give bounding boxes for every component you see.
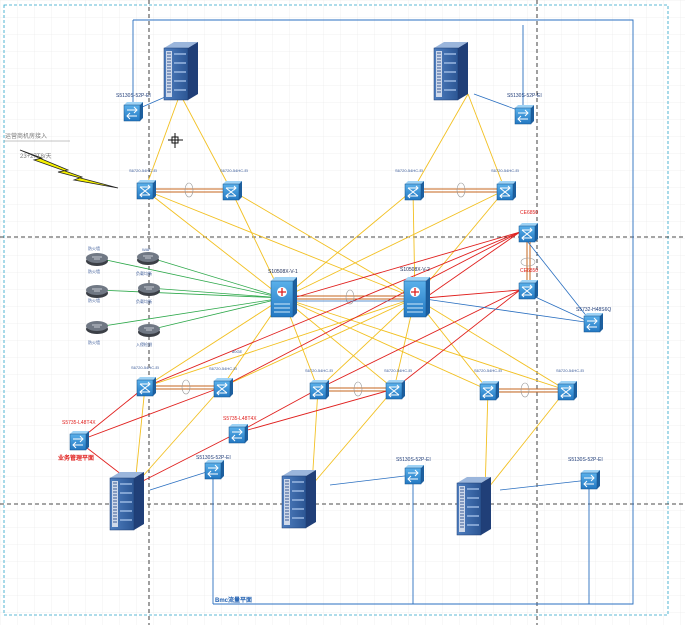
switch-top-left[interactable] <box>123 101 144 122</box>
lower-leaf-switch-3[interactable] <box>309 379 330 400</box>
lb-label-2: 负载均衡 <box>136 298 152 304</box>
upper-leaf-switch-3[interactable] <box>404 180 425 201</box>
server-rack-bottom-2[interactable] <box>281 469 317 529</box>
green-links <box>96 256 284 331</box>
lower-leaf-switch-4[interactable] <box>385 379 406 400</box>
load-balancer-1[interactable] <box>137 282 161 297</box>
lower-leaf-label-2: S6720-54HC-EI <box>209 366 237 371</box>
ids-label: 入侵检测 <box>136 341 152 347</box>
lower-leaf-label-6: S6720-54HC-EI <box>556 368 584 373</box>
core1-label: S10508X-V-1 <box>268 269 298 275</box>
upper-leaf-label-3: S6720-54HC-EI <box>395 168 423 173</box>
lower-leaf-label-4: S6720-54HC-EI <box>384 368 412 373</box>
outer-dashed-frame <box>3 4 669 616</box>
pod2-switch-label: S5130S-52P-EI <box>396 457 431 463</box>
switch-mid-bottom[interactable] <box>228 423 249 444</box>
lb-label-1: 负载均衡 <box>136 270 152 276</box>
upper-leaf-switch-4[interactable] <box>496 180 517 201</box>
crosshair-cursor-icon <box>168 133 183 148</box>
upper-leaf-switch-1[interactable] <box>136 179 157 200</box>
server-rack-bottom-1[interactable] <box>109 471 145 531</box>
stack-links <box>153 188 558 393</box>
mid-switch-label: S5735-L48T4X <box>223 416 257 422</box>
link-label: 80GE <box>232 349 243 354</box>
lower-leaf-label-1: S6720-54HC-EI <box>131 365 159 370</box>
pod3-switch[interactable] <box>580 469 601 490</box>
switch-right[interactable] <box>583 312 604 333</box>
waf-device[interactable] <box>136 251 160 266</box>
switch-bottom-left[interactable] <box>69 430 90 451</box>
red-links <box>77 231 521 486</box>
firewall-3[interactable] <box>85 320 109 335</box>
lower-leaf-switch-6[interactable] <box>557 380 578 401</box>
firewall-label-4: 防火墙 <box>88 339 100 345</box>
lower-leaf-switch-1[interactable] <box>136 376 157 397</box>
business-plane-label: 业务管理平面 <box>58 454 94 462</box>
firewall-1[interactable] <box>85 252 109 267</box>
ce-mid-label: CE6850 <box>520 268 538 274</box>
upper-leaf-label-2: S6720-54HC-EI <box>220 168 248 173</box>
pod3-switch-label: S5130S-52P-EI <box>568 457 603 463</box>
switch-top-right[interactable] <box>514 104 535 125</box>
pod1-switch-label: S5130S-52P-EI <box>196 455 231 461</box>
internet-label: 运营商机房接入 <box>5 132 47 140</box>
pod1-switch[interactable] <box>204 459 225 480</box>
right-switch-label: S5732-H48S6Q <box>576 307 611 313</box>
lower-leaf-switch-2[interactable] <box>213 377 234 398</box>
load-balancer-2[interactable] <box>137 323 161 338</box>
pod2-switch[interactable] <box>404 464 425 485</box>
firewall-2[interactable] <box>85 284 109 299</box>
upper-leaf-switch-2[interactable] <box>222 180 243 201</box>
ce-top-label: CE6850 <box>520 210 538 216</box>
waf-label: WAF <box>142 247 151 252</box>
ce-switch-mid[interactable] <box>518 279 539 300</box>
top-right-switch-label: S5130S-52P-EI <box>507 93 542 99</box>
bottom-left-switch-label: S5735-L48T4X <box>62 420 96 426</box>
firewall-label-1: 防火墙 <box>88 245 100 251</box>
firewall-label-2: 防火墙 <box>88 268 100 274</box>
core-switch-2[interactable] <box>403 277 430 318</box>
core2-label: S10508X-V-2 <box>400 267 430 273</box>
server-rack-bottom-3[interactable] <box>456 476 492 536</box>
server-rack-top-left[interactable] <box>163 41 199 101</box>
top-left-switch-label: S5130S-52P-EI <box>116 93 151 99</box>
ce-switch-top[interactable] <box>518 222 539 243</box>
upper-leaf-label-4: S6720-54HC-EI <box>491 168 519 173</box>
yellow-links <box>134 93 567 493</box>
lower-leaf-label-3: S6720-54HC-EI <box>305 368 333 373</box>
internet-bandwidth: 23+27T8/天 <box>20 153 52 160</box>
bmc-frame-line <box>133 19 634 605</box>
core-switch-1[interactable] <box>270 277 297 318</box>
lower-leaf-label-5: S6720-54HC-EI <box>474 368 502 373</box>
internet-lightning-icon <box>19 149 119 189</box>
bmc-plane-label: Bmc流量平面 <box>215 596 252 604</box>
lower-leaf-switch-5[interactable] <box>479 380 500 401</box>
server-rack-top-right[interactable] <box>433 41 469 101</box>
firewall-label-3: 防火墙 <box>88 297 100 303</box>
upper-leaf-label-1: S6720-54HC-EI <box>129 168 157 173</box>
